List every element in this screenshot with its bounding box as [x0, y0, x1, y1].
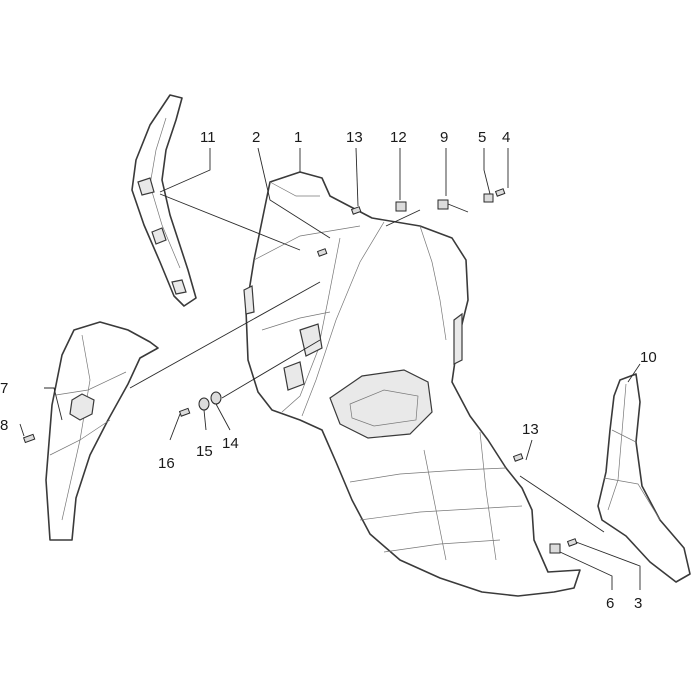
callout-14: 14 — [222, 435, 239, 452]
callout-1: 1 — [294, 129, 302, 146]
callout-13-top: 13 — [346, 129, 363, 146]
callout-9: 9 — [440, 129, 448, 146]
hardware-clips — [395, 193, 561, 554]
callout-5: 5 — [478, 129, 486, 146]
hardware-screws — [22, 188, 578, 547]
part-7-side-panel[interactable] — [45, 321, 159, 541]
callout-8: 8 — [0, 417, 8, 434]
callout-7: 7 — [0, 380, 8, 397]
callout-15: 15 — [196, 443, 213, 460]
callout-3: 3 — [634, 595, 642, 612]
callout-12: 12 — [390, 129, 407, 146]
callout-6: 6 — [606, 595, 614, 612]
callout-4: 4 — [502, 129, 510, 146]
callout-labels: 1 2 3 4 5 6 7 8 9 10 11 12 13 13 14 15 1… — [0, 129, 657, 612]
part-11-trim-strip[interactable] — [131, 94, 197, 307]
callout-11: 11 — [200, 129, 216, 146]
callout-2: 2 — [252, 129, 260, 146]
callout-10: 10 — [640, 349, 657, 366]
leader-lines — [19, 147, 641, 590]
part-10-side-panel[interactable] — [597, 373, 691, 583]
callout-13-right: 13 — [522, 421, 539, 438]
part-1-front-shield[interactable] — [243, 171, 581, 597]
callout-16: 16 — [158, 455, 175, 472]
